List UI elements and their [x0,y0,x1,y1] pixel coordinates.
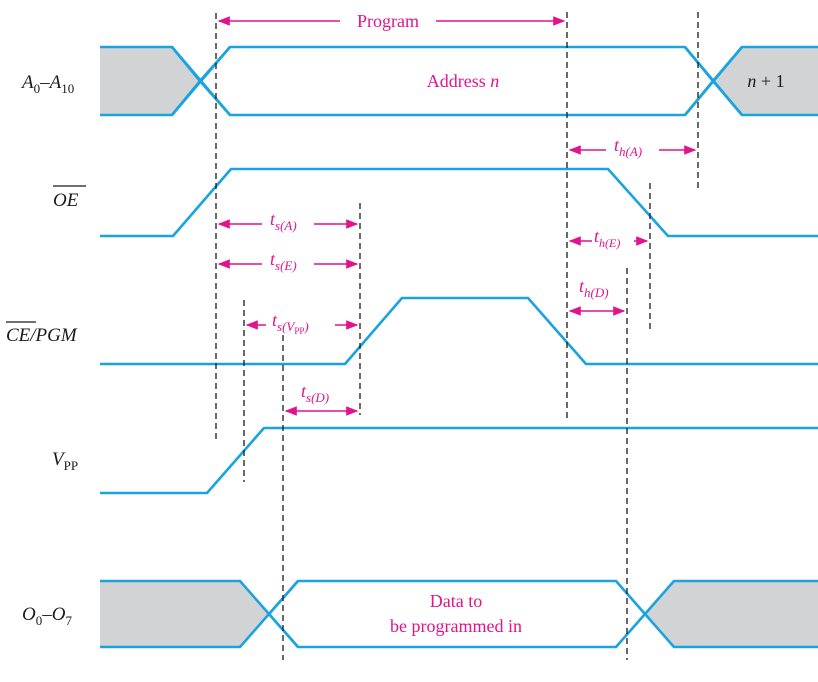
address-bus-waveform [100,45,818,117]
label-oe: OE [53,190,79,211]
ts-e-label: ts(E) [270,249,297,273]
label-data-bus: O0–O7 [22,604,72,628]
next-address-label: n + 1 [747,71,784,91]
th-e-label: th(E) [594,226,620,250]
data-bus-waveform [100,579,818,649]
ce-pgm-waveform [100,296,818,366]
label-address-bus: A0–A10 [20,72,74,96]
ts-a-label: ts(A) [270,209,297,233]
timing-reference-lines [215,12,699,660]
oe-waveform [100,167,818,238]
address-n-label: Address n [427,71,500,91]
vpp-waveform [100,426,818,495]
program-label: Program [357,11,419,31]
ts-vpp-label: ts(VPP) [272,310,309,336]
label-ce-pgm: CE/PGM [6,325,78,346]
ts-d-label: ts(D) [301,381,329,405]
data-line1-label: Data to [430,591,482,611]
label-vpp: VPP [52,449,78,473]
data-line2-label: be programmed in [390,616,522,636]
th-d-label: th(D) [579,276,609,300]
th-a-label: th(A) [614,135,642,159]
